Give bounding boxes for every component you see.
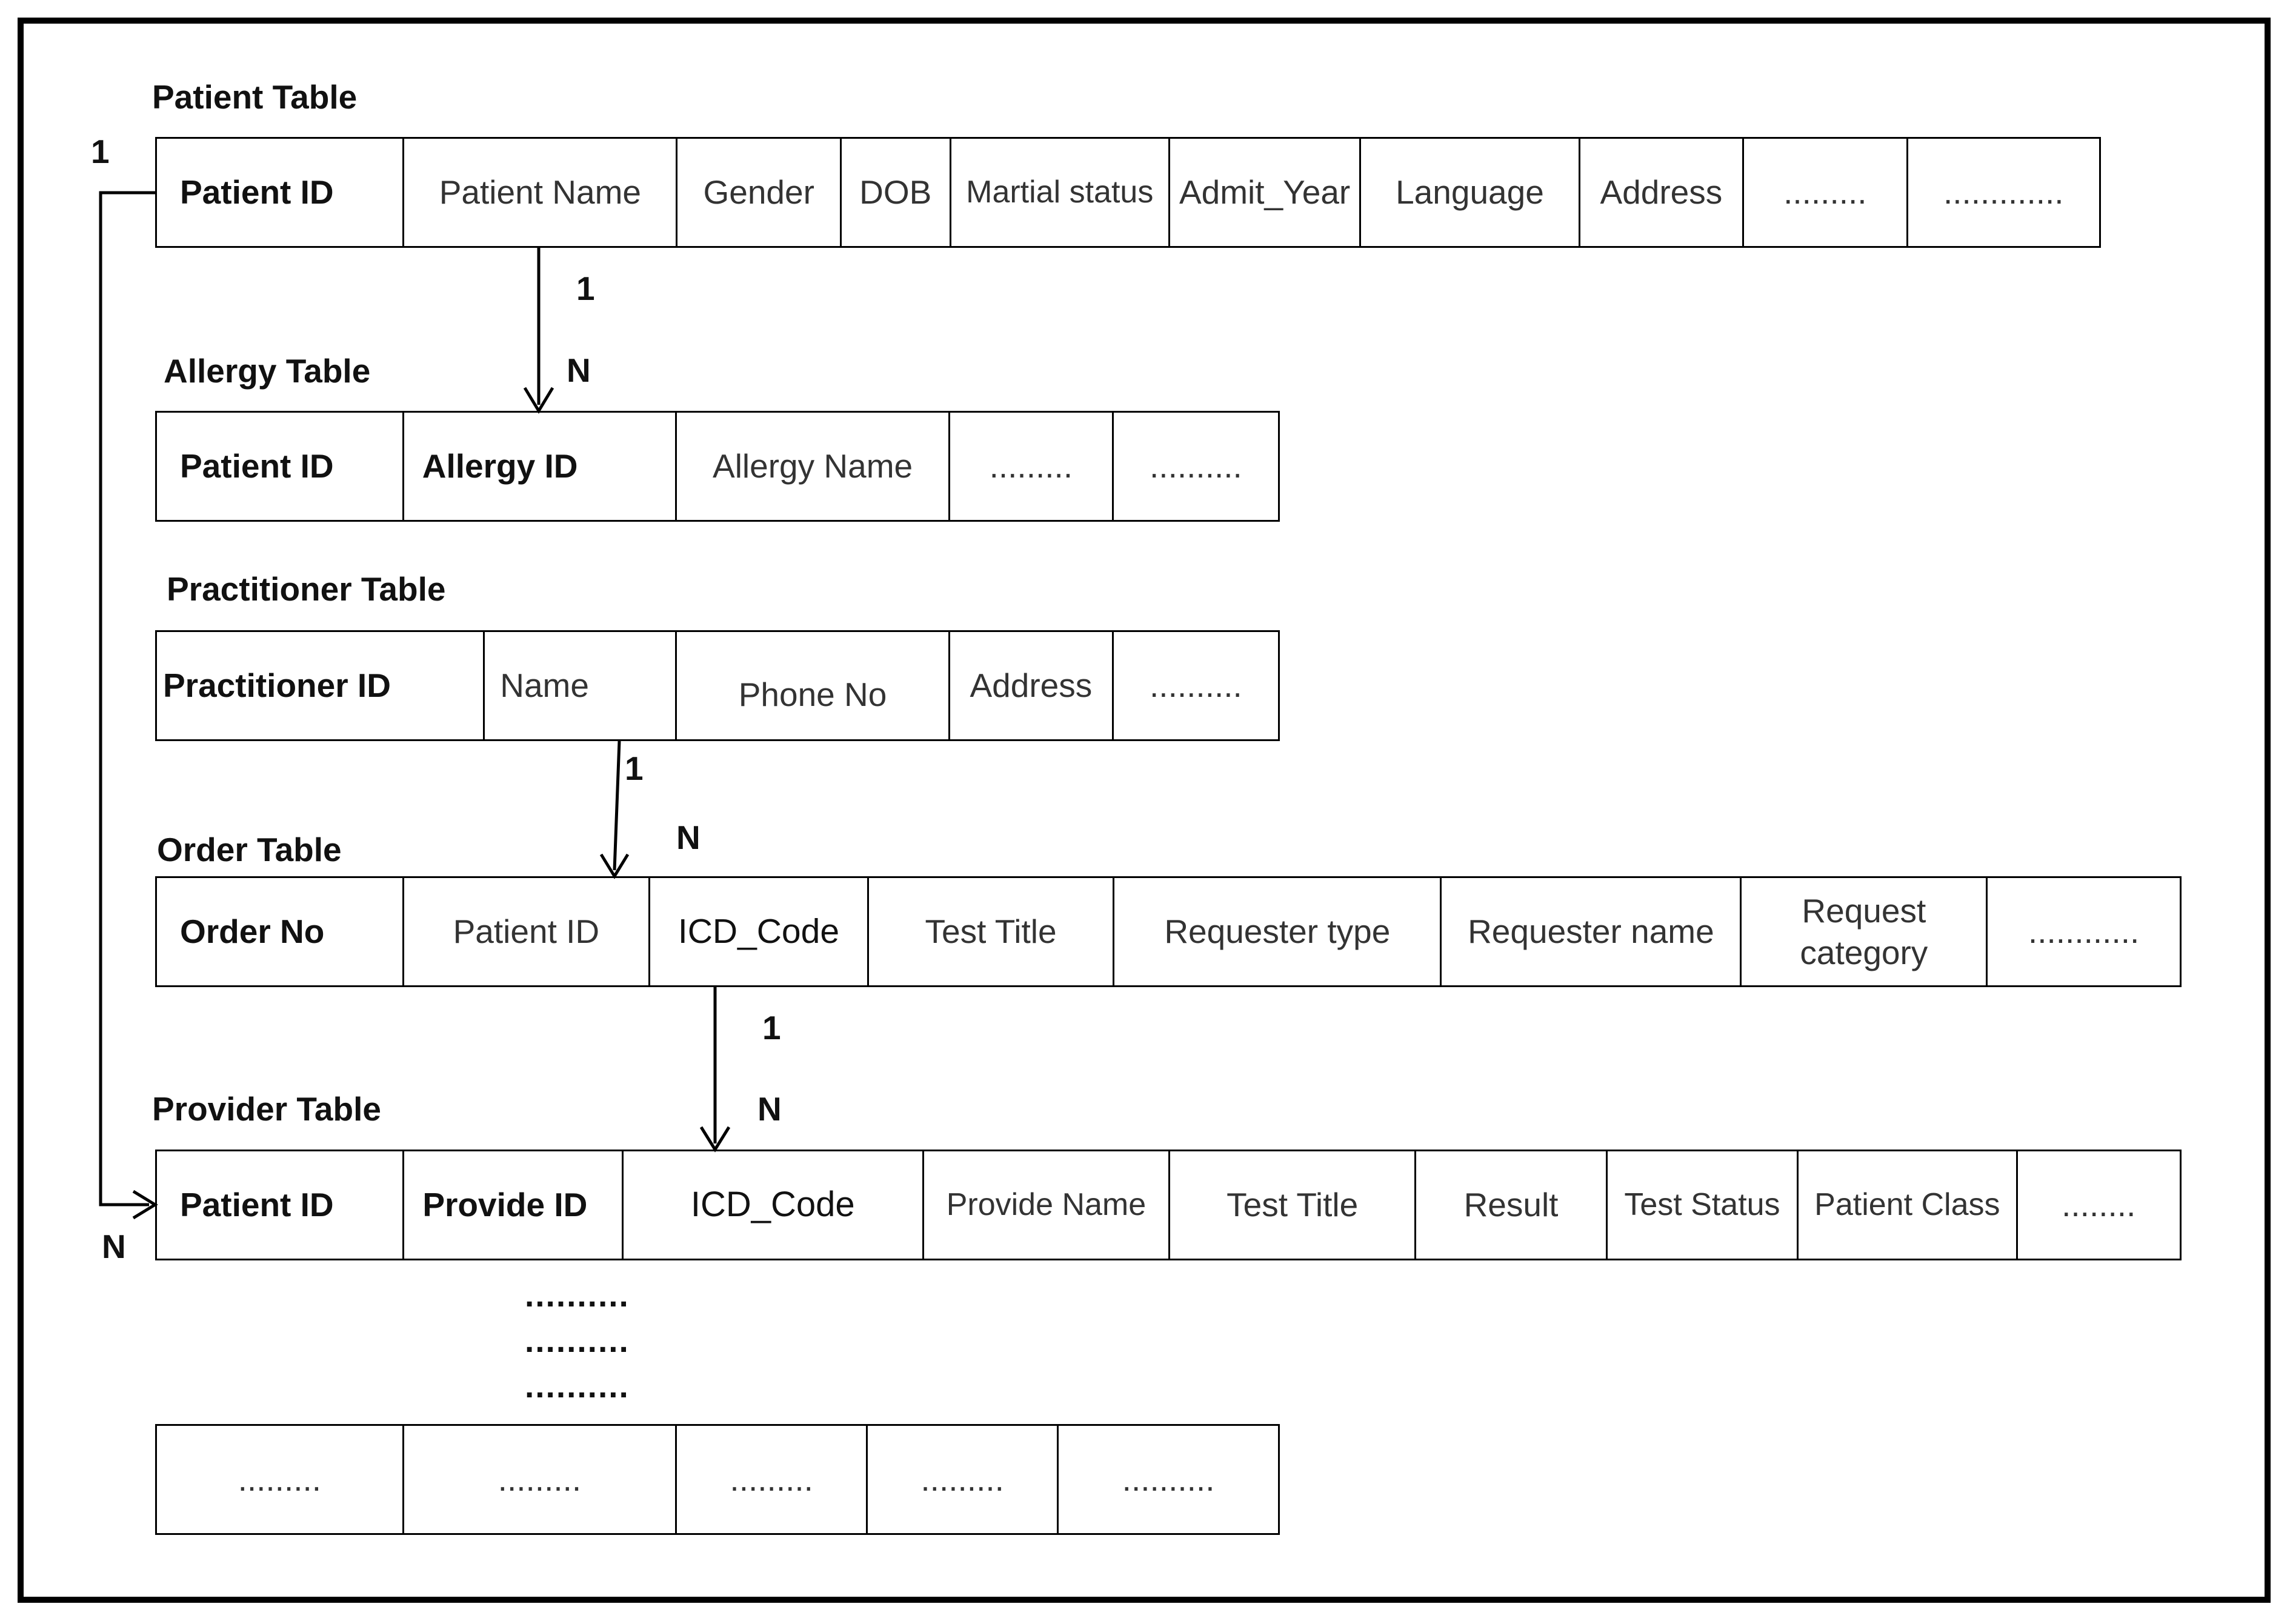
practitioner-table-cell: Address [950,632,1114,739]
patient-provider-line [99,191,155,1206]
patient-allergy-arrowhead [523,387,554,414]
placeholder-table-cell: ......... [157,1426,404,1533]
order-table-cell: Order No [157,878,404,985]
order-table-cell: Requester type [1114,878,1442,985]
placeholder-table-cell: .......... [1122,1460,1215,1499]
placeholder-table-cell: ......... [677,1426,868,1533]
practitioner-table-cell: Practitioner ID [157,632,485,739]
allergy-table-cell: ......... [950,413,1114,520]
provider-table-title: Provider Table [152,1090,381,1128]
provider-table: Patient ID Provide ID ICD_Code Provide N… [155,1150,2182,1260]
provider-table-cell: Result [1416,1151,1608,1259]
diagram-frame [18,18,2271,1603]
order-table: Order No Patient ID ICD_Code Test Title … [155,876,2182,987]
provider-table-cell: Patient ID [157,1151,405,1259]
patient-table-cell: ............. [1943,173,2064,211]
patient-table: Patient ID Patient Name Gender DOB Marti… [155,137,2101,248]
order-table-cell: Test Title [869,878,1115,985]
cardinality-label: 1 [625,750,644,787]
provider-table-cell: Provide Name [924,1151,1171,1259]
provider-table-cell: Test Status [1608,1151,1799,1259]
provider-table-cell: Test Title [1170,1151,1417,1259]
allergy-table-cell: Allergy ID [404,413,677,520]
patient-table-cell: Patient ID [157,139,405,246]
patient-table-title: Patient Table [152,78,358,116]
practitioner-table: Practitioner ID Name Phone No Address ..… [155,630,1280,741]
placeholder-table-cell: ......... [404,1426,677,1533]
cardinality-label: N [567,351,591,389]
provider-table-cell: ........ [2062,1186,2136,1224]
cardinality-label: 1 [762,1009,781,1047]
allergy-table-cell: Allergy Name [677,413,950,520]
patient-table-cell: DOB [842,139,951,246]
placeholder-table: ......... ......... ......... ......... … [155,1424,1280,1535]
order-table-cell: Request category [1742,878,1988,985]
practitioner-order-arrowhead [599,853,630,879]
order-table-cell: ICD_Code [650,878,869,985]
patient-table-cell: Patient Name [404,139,678,246]
practitioner-table-cell: Phone No [677,632,950,739]
continuation-dots: .......... [525,1367,630,1405]
patient-table-cell: Martial status [951,139,1170,246]
order-table-cell: Requester name [1442,878,1742,985]
allergy-table-cell: Patient ID [157,413,404,520]
patient-table-cell: ......... [1744,139,1908,246]
patient-table-cell: Admit_Year [1170,139,1362,246]
allergy-table-title: Allergy Table [164,352,371,390]
order-provider-arrowhead [699,1126,731,1153]
provider-table-cell: Patient Class [1799,1151,2018,1259]
continuation-dots: .......... [525,1322,630,1359]
order-table-cell: Patient ID [404,878,651,985]
allergy-table: Patient ID Allergy ID Allergy Name .....… [155,411,1280,522]
patient-table-cell: Address [1580,139,1745,246]
order-table-title: Order Table [157,831,342,868]
allergy-table-cell: .......... [1150,447,1242,485]
practitioner-table-title: Practitioner Table [167,570,446,608]
cardinality-label: N [102,1228,126,1265]
practitioner-table-cell: .......... [1150,667,1242,705]
order-table-cell: ............ [2028,913,2140,951]
patient-table-cell: Gender [677,139,842,246]
practitioner-order-line [613,740,621,871]
cardinality-label: 1 [91,133,110,170]
patient-provider-arrowhead [132,1190,158,1220]
placeholder-table-cell: ......... [868,1426,1059,1533]
patient-table-cell: Language [1361,139,1580,246]
cardinality-label: N [676,819,701,856]
practitioner-table-cell: Name [485,632,677,739]
cardinality-label: N [757,1090,782,1128]
provider-table-cell: Provide ID [404,1151,624,1259]
continuation-dots: .......... [525,1276,630,1314]
cardinality-label: 1 [576,270,595,307]
provider-table-cell: ICD_Code [624,1151,924,1259]
